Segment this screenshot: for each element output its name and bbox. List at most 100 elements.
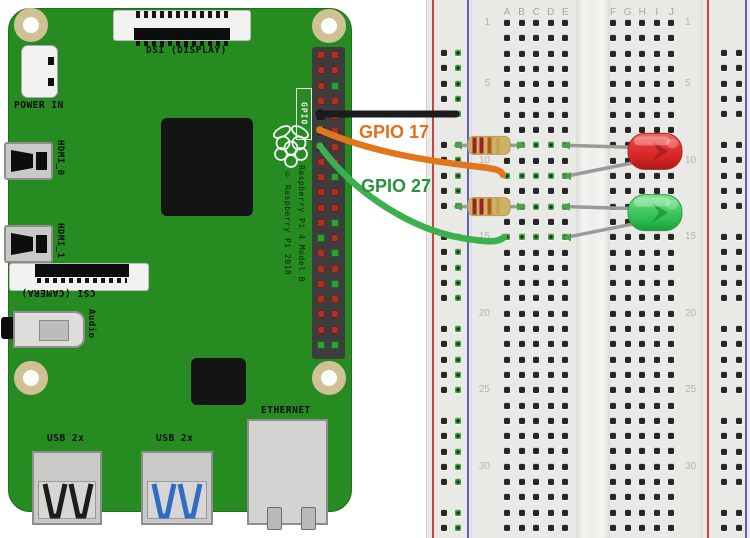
breadboard-hole: [547, 310, 554, 317]
breadboard-hole: [736, 249, 742, 256]
breadboard-hole: [504, 387, 510, 394]
breadboard-hole: [721, 142, 727, 148]
breadboard-hole: [610, 188, 616, 195]
breadboard-hole: [668, 371, 675, 378]
breadboard-hole: [562, 479, 569, 485]
breadboard-hole: [653, 264, 660, 271]
breadboard-hole: [610, 173, 616, 179]
breadboard-hole: [624, 35, 631, 42]
breadboard-hole: [653, 81, 660, 88]
breadboard-hole: [610, 402, 616, 409]
breadboard-hole: [736, 234, 742, 240]
breadboard-hole-connected: [455, 249, 461, 256]
breadboard-hole: [639, 203, 646, 210]
column-letter: I: [655, 7, 659, 18]
breadboard-hole: [441, 187, 447, 194]
hdmi-slot: [11, 233, 33, 255]
breadboard-hole: [504, 142, 510, 149]
breadboard-hole: [624, 509, 631, 516]
breadboard-hole: [653, 142, 660, 149]
breadboard-hole: [547, 111, 554, 118]
breadboard-hole: [533, 157, 540, 164]
gpio-pin: [317, 295, 325, 304]
hdmi-slot: [11, 150, 33, 172]
breadboard-hole: [533, 50, 540, 57]
breadboard-hole: [441, 50, 447, 56]
breadboard-hole: [504, 20, 510, 26]
breadboard-hole: [533, 111, 540, 118]
breadboard-hole: [518, 81, 525, 88]
column-letter: A: [503, 7, 511, 18]
breadboard-hole: [610, 249, 616, 256]
breadboard-hole: [721, 111, 727, 118]
breadboard-hole: [562, 524, 569, 531]
breadboard-hole: [721, 433, 727, 440]
breadboard-hole: [562, 81, 569, 88]
breadboard-hole: [441, 65, 447, 72]
breadboard-hole-connected: [455, 326, 461, 332]
breadboard-hole: [721, 326, 727, 332]
breadboard-hole: [518, 524, 525, 531]
breadboard-hole: [441, 510, 447, 516]
breadboard-hole: [533, 463, 540, 470]
breadboard-hole: [668, 509, 675, 516]
breadboard-center-channel: [576, 0, 610, 538]
breadboard-hole: [653, 35, 660, 42]
breadboard-hole: [653, 173, 660, 179]
breadboard-hole: [610, 234, 616, 241]
row-number: 25: [685, 384, 697, 396]
breadboard-hole: [624, 463, 631, 470]
breadboard-hole-connected: [504, 173, 510, 179]
breadboard-hole-connected: [455, 234, 461, 240]
gpio-pin: [331, 264, 339, 273]
secondary-chip: [191, 358, 246, 405]
breadboard-hole: [639, 96, 646, 103]
breadboard-hole: [610, 96, 616, 103]
breadboard-hole: [504, 463, 510, 470]
breadboard-hole: [653, 310, 660, 317]
breadboard-hole: [668, 387, 675, 394]
breadboard-hole: [653, 203, 660, 210]
mounting-hole: [312, 361, 346, 395]
gpio-pin: [331, 51, 339, 59]
audio-jack-detail: [39, 320, 69, 341]
breadboard-hole: [562, 310, 569, 317]
breadboard-hole: [504, 524, 510, 531]
breadboard-hole: [562, 387, 569, 394]
breadboard-hole: [653, 371, 660, 378]
right-rail-red-line: [707, 0, 709, 538]
breadboard-hole: [653, 402, 660, 409]
breadboard-hole: [504, 448, 510, 455]
breadboard-hole: [624, 234, 631, 241]
breadboard-hole: [441, 80, 447, 87]
gpio-pin: [317, 127, 325, 136]
breadboard-hole: [562, 417, 569, 424]
breadboard-hole: [736, 187, 742, 194]
breadboard-hole: [610, 81, 616, 88]
usb2-contacts: [42, 483, 94, 519]
breadboard-hole: [441, 234, 447, 240]
breadboard-hole: [639, 50, 646, 57]
breadboard-hole: [441, 203, 447, 210]
breadboard-hole-connected: [455, 525, 461, 532]
breadboard-hole: [721, 341, 727, 348]
breadboard-hole: [441, 95, 447, 102]
breadboard-hole: [653, 157, 660, 164]
breadboard-hole: [668, 35, 675, 42]
breadboard-hole: [639, 20, 646, 26]
breadboard-hole: [653, 509, 660, 516]
breadboard-hole: [610, 448, 616, 455]
breadboard-hole: [639, 356, 646, 363]
breadboard-hole: [533, 127, 540, 134]
hdmi1-label: HDMI_1: [55, 223, 65, 259]
breadboard-hole: [721, 80, 727, 87]
breadboard-hole-connected: [455, 187, 461, 194]
breadboard-hole: [653, 448, 660, 455]
breadboard-hole: [610, 65, 616, 72]
breadboard-hole: [533, 35, 540, 42]
breadboard-hole: [533, 448, 540, 455]
breadboard-hole: [668, 96, 675, 103]
breadboard-hole: [441, 249, 447, 256]
breadboard-hole-connected: [455, 371, 461, 378]
breadboard-hole: [653, 111, 660, 118]
